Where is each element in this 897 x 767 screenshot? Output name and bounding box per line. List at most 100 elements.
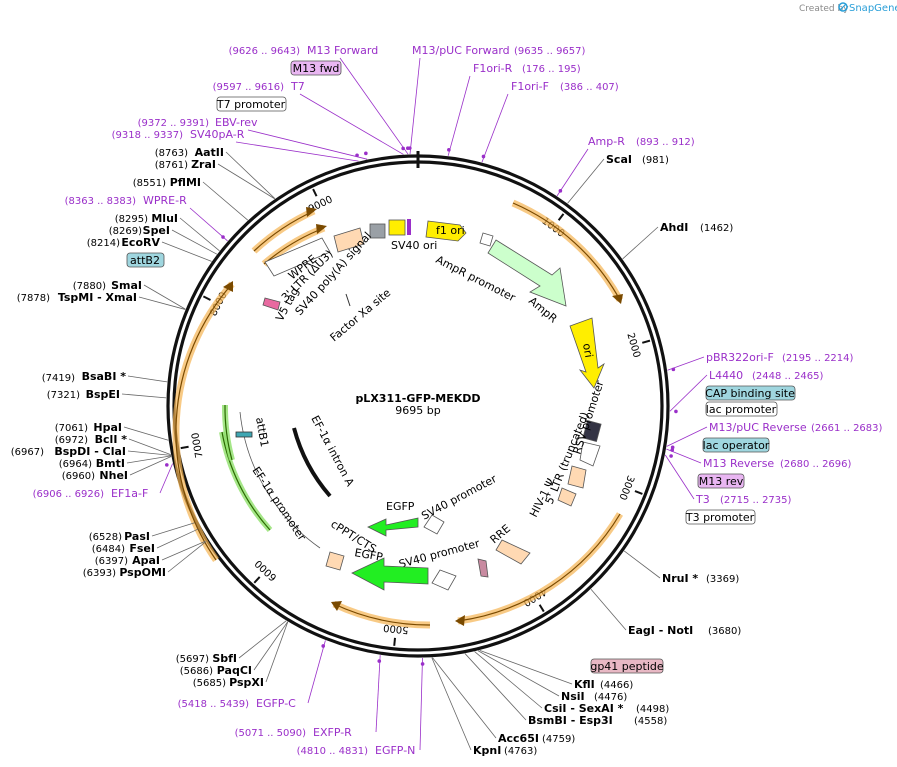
egfp2-outer-arc bbox=[333, 603, 431, 626]
ef1a-intron-feature bbox=[292, 427, 332, 498]
primer-wpre-r[interactable]: (8363 .. 8383)WPRE-R bbox=[65, 194, 187, 207]
box-t3-promoter[interactable]: T3 promoter bbox=[685, 509, 756, 525]
site-leader bbox=[167, 541, 206, 573]
rsv-promoter-feature bbox=[579, 441, 601, 467]
primer-ebv-rev[interactable]: (9372 .. 9391)EBV-rev bbox=[138, 116, 258, 129]
box-gp41-peptide[interactable]: gp41 peptide bbox=[590, 658, 664, 674]
box-m13-fwd[interactable]: M13 fwd bbox=[290, 60, 342, 76]
primer-m13-puc-reverse[interactable]: M13/pUC Reverse (2661 .. 2683) bbox=[709, 421, 883, 434]
svg-text:BmtI: BmtI bbox=[96, 457, 125, 470]
primer-site-marker bbox=[377, 659, 382, 663]
site-nhei[interactable]: NheI(6960) bbox=[62, 469, 128, 482]
box-lac-promoter[interactable]: lac promoter bbox=[705, 401, 778, 417]
site-smai[interactable]: SmaI(7880) bbox=[73, 279, 142, 292]
site-acc65i[interactable]: Acc65I(4759) bbox=[498, 732, 575, 745]
site-hpai[interactable]: HpaI(7061) bbox=[55, 421, 122, 434]
primer-t3[interactable]: T3(2715 .. 2735) bbox=[695, 493, 792, 506]
site-spei[interactable]: SpeI(8269) bbox=[109, 224, 170, 237]
sv40-promoter-2-label: SV40 promoter bbox=[397, 537, 481, 571]
svg-text:PasI: PasI bbox=[124, 530, 150, 543]
primer-ef1a-f[interactable]: (6906 .. 6926)EF1a-F bbox=[33, 487, 149, 500]
primer-l4440[interactable]: L4440(2448 .. 2465) bbox=[709, 369, 824, 382]
primer-m13-forward[interactable]: (9626 .. 9643)M13 Forward bbox=[229, 44, 379, 57]
site-mlui[interactable]: MluI(8295) bbox=[115, 212, 178, 225]
site-fsei[interactable]: FseI(6484) bbox=[92, 542, 155, 555]
box-attb2[interactable]: attB2 bbox=[126, 252, 165, 268]
site-bmti[interactable]: BmtI (6964) bbox=[59, 457, 125, 470]
site-tspmi-xmai[interactable]: TspMI - XmaI(7878) bbox=[17, 291, 137, 304]
site-bsmbi-esp3i[interactable]: BsmBI - Esp3I(4558) bbox=[528, 714, 667, 727]
site-kpni[interactable]: KpnI(4763) bbox=[473, 744, 537, 757]
site-apai[interactable]: ApaI(6397) bbox=[95, 554, 160, 567]
site-leader bbox=[128, 438, 171, 455]
scale-tick bbox=[557, 213, 565, 221]
restriction-sites-left: AatII(8763) ZraI(8761) PflMI(8551) MluI(… bbox=[11, 146, 264, 689]
svg-text:M13 rev: M13 rev bbox=[699, 475, 744, 488]
primer-t7[interactable]: (9597 .. 9616)T7 bbox=[213, 80, 305, 93]
site-eagi-noti[interactable]: EagI - NotI(3680) bbox=[628, 624, 741, 637]
egfp-2-feature bbox=[351, 557, 429, 591]
primer-amp-r[interactable]: Amp-R(893 .. 912) bbox=[588, 135, 695, 148]
svg-text:ZraI: ZraI bbox=[191, 158, 216, 171]
primer-f1ori-f[interactable]: F1ori-F(386 .. 407) bbox=[511, 80, 619, 93]
svg-text:T3 promoter: T3 promoter bbox=[685, 511, 755, 524]
ori-label: ori bbox=[580, 342, 595, 358]
svg-text:EGFP-C: EGFP-C bbox=[256, 697, 296, 710]
site-aatii[interactable]: AatII(8763) bbox=[155, 146, 224, 159]
svg-text:HpaI: HpaI bbox=[93, 421, 122, 434]
site-leader bbox=[127, 450, 171, 456]
svg-text:M13/pUC Reverse: M13/pUC Reverse bbox=[709, 421, 807, 434]
site-ecorv[interactable]: EcoRV(8214) bbox=[87, 236, 161, 249]
box-lac-operator[interactable]: lac operator bbox=[702, 437, 770, 453]
site-scai[interactable]: ScaI(981) bbox=[606, 153, 669, 166]
svg-text:T3: T3 bbox=[695, 493, 710, 506]
svg-text:(4810 .. 4831): (4810 .. 4831) bbox=[297, 746, 369, 757]
site-nsii[interactable]: NsiI(4476) bbox=[561, 690, 627, 703]
site-bcli[interactable]: BclI *(6972) bbox=[55, 433, 128, 446]
egfp2-outer-arrow-head bbox=[331, 601, 342, 611]
site-paqci[interactable]: PaqCI(5686) bbox=[180, 664, 252, 677]
site-pspxi[interactable]: PspXI(5685) bbox=[193, 676, 264, 689]
egfp2-outer-arc-glow bbox=[332, 600, 431, 629]
primer-sv40pa-r[interactable]: (9318 .. 9337)SV40pA-R bbox=[112, 128, 245, 141]
site-leader bbox=[121, 393, 167, 399]
site-pflmi[interactable]: PflMI(8551) bbox=[133, 176, 201, 189]
site-leader bbox=[129, 456, 172, 476]
site-kfli[interactable]: KflI(4466) bbox=[574, 678, 633, 691]
svg-text:KpnI: KpnI bbox=[473, 744, 501, 757]
site-leader bbox=[253, 621, 289, 671]
svg-text:(5071 .. 5090): (5071 .. 5090) bbox=[235, 728, 307, 739]
site-csii-sexai[interactable]: CsiI - SexAI *(4498) bbox=[544, 702, 669, 715]
map-title: pLX311-GFP-MEKDD bbox=[355, 392, 480, 405]
primer-m13-reverse[interactable]: M13 Reverse(2680 .. 2696) bbox=[703, 457, 852, 470]
box-cap-binding-site[interactable]: CAP binding site bbox=[705, 385, 796, 401]
primer-exfp-r[interactable]: (5071 .. 5090)EXFP-R bbox=[235, 726, 353, 739]
svg-text:(6906 .. 6926): (6906 .. 6926) bbox=[33, 489, 105, 500]
svg-text:(6964): (6964) bbox=[59, 459, 92, 470]
site-leader bbox=[238, 620, 287, 659]
site-ahdi[interactable]: AhdI(1462) bbox=[660, 221, 733, 234]
svg-text:(5685): (5685) bbox=[193, 678, 226, 689]
primer-m13-puc-forward[interactable]: M13/pUC Forward(9635 .. 9657) bbox=[412, 44, 586, 57]
primer-leader bbox=[669, 374, 708, 412]
box-t7-promoter[interactable]: T7 promoter bbox=[216, 96, 287, 112]
svg-text:(2661 .. 2683): (2661 .. 2683) bbox=[811, 423, 883, 434]
site-nrui[interactable]: NruI *(3369) bbox=[662, 572, 739, 585]
svg-text:(6528): (6528) bbox=[89, 532, 122, 543]
site-pasi[interactable]: PasI(6528) bbox=[89, 530, 150, 543]
svg-text:(9635 .. 9657): (9635 .. 9657) bbox=[514, 46, 586, 57]
site-sbfi[interactable]: SbfI(5697) bbox=[176, 652, 237, 665]
box-m13-rev[interactable]: M13 rev bbox=[697, 473, 745, 489]
primer-f1ori-r[interactable]: F1ori-R(176 .. 195) bbox=[473, 62, 581, 75]
primer-pbr322ori-f[interactable]: pBR322ori-F(2195 .. 2214) bbox=[706, 351, 854, 364]
primer-egfp-n[interactable]: (4810 .. 4831)EGFP-N bbox=[297, 744, 416, 757]
primer-egfp-c[interactable]: (5418 .. 5439)EGFP-C bbox=[178, 697, 297, 710]
site-bsabi[interactable]: BsaBI *(7419) bbox=[42, 370, 127, 384]
site-zrai[interactable]: ZraI(8761) bbox=[155, 158, 216, 171]
restriction-sites-right: ScaI(981) AhdI(1462) NruI *(3369) EagI -… bbox=[473, 153, 741, 757]
site-pspomi[interactable]: PspOMI(6393) bbox=[83, 566, 166, 579]
site-bspdi-clai[interactable]: BspDI - ClaI(6967) bbox=[11, 445, 126, 458]
egfp-1-label: EGFP bbox=[386, 500, 415, 513]
site-bspei[interactable]: BspEI(7321) bbox=[47, 388, 120, 401]
